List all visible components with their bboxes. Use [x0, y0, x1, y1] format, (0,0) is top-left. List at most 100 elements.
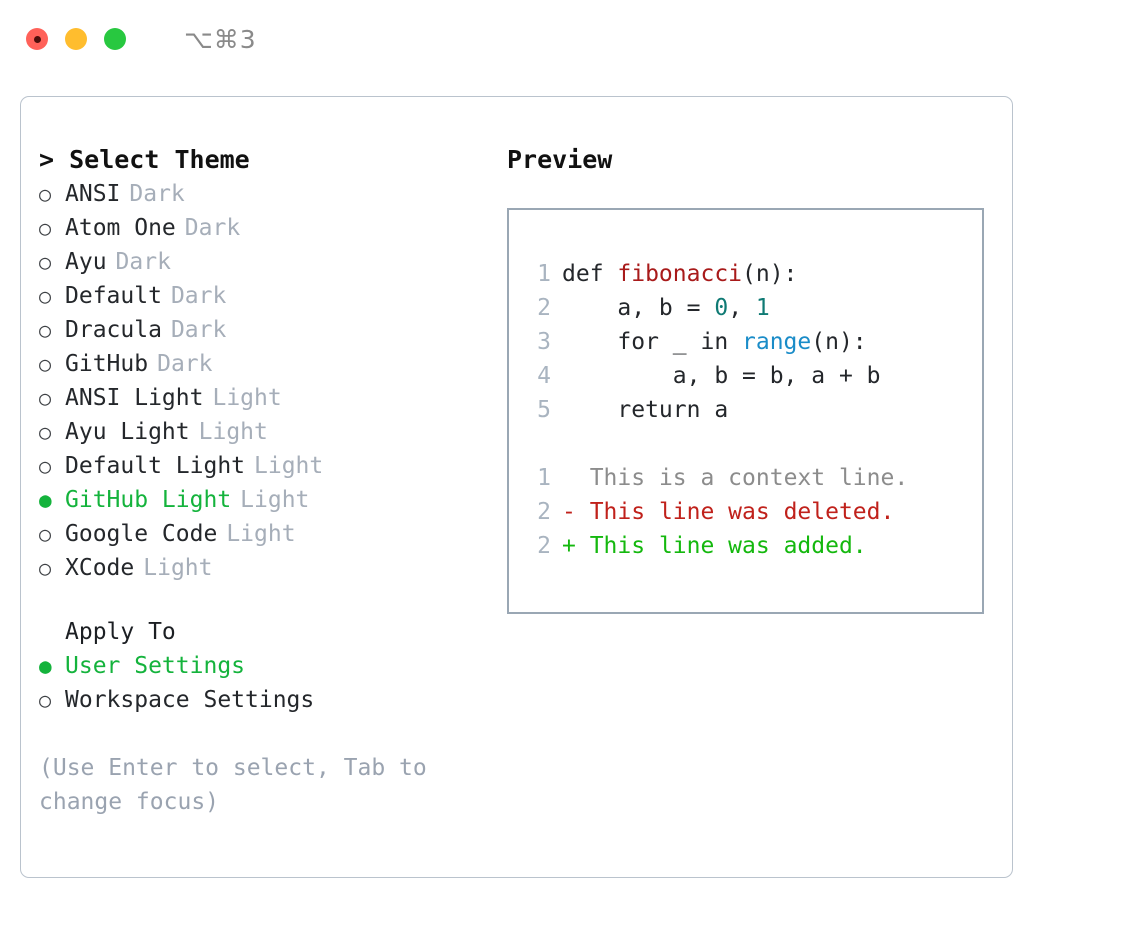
theme-name: Ayu Light: [65, 419, 190, 445]
theme-variant: Dark: [115, 249, 171, 275]
diff-marker: [562, 465, 590, 491]
code-line: 2 a, b = 0, 1: [529, 291, 982, 325]
code-token-plain: for _ in: [562, 329, 743, 355]
theme-option-atom-one[interactable]: ○ Atom One Dark: [39, 211, 499, 245]
apply-to-list[interactable]: ● User Settings ○ Workspace Settings: [39, 649, 499, 717]
code-token-plain: a, b = b, a + b: [562, 363, 881, 389]
theme-option-default-light[interactable]: ○ Default Light Light: [39, 449, 499, 483]
code-token-num: 0: [714, 295, 729, 321]
code-line: 3 for _ in range(n):: [529, 325, 982, 359]
code-line: 4 a, b = b, a + b: [529, 359, 982, 393]
maximize-button[interactable]: [104, 28, 126, 50]
radio-unselected-icon: ○: [39, 216, 52, 240]
code-token-plain: ,: [728, 295, 756, 321]
line-number: 2: [537, 295, 551, 321]
theme-option-google-code[interactable]: ○ Google Code Light: [39, 517, 499, 551]
code-line: 5 return a: [529, 393, 982, 427]
radio-unselected-icon: ○: [39, 522, 52, 546]
diff-sample: 1 This is a context line.2- This line wa…: [529, 461, 982, 563]
code-token-kwfn: range: [742, 329, 812, 355]
line-number: 2: [537, 499, 551, 525]
radio-unselected-icon: ○: [39, 250, 52, 274]
theme-variant: Light: [212, 385, 282, 411]
keyboard-hint: (Use Enter to select, Tab to change focu…: [39, 755, 427, 815]
code-token-plain: a, b =: [562, 295, 715, 321]
line-number: 3: [537, 329, 551, 355]
code-token-plain: def: [562, 261, 618, 287]
code-token-num: 1: [755, 295, 770, 321]
line-number: 2: [537, 533, 551, 559]
theme-option-default[interactable]: ○ Default Dark: [39, 279, 499, 313]
radio-unselected-icon: ○: [39, 454, 52, 478]
radio-selected-icon: ●: [39, 488, 52, 512]
radio-unselected-icon: ○: [39, 688, 52, 712]
theme-name: XCode: [65, 555, 135, 581]
close-button[interactable]: [26, 28, 48, 50]
line-number: 5: [537, 397, 551, 423]
diff-line-del: 2- This line was deleted.: [529, 495, 982, 529]
line-number: 4: [537, 363, 551, 389]
code-token-fn: fibonacci: [617, 261, 743, 287]
theme-name: GitHub Light: [65, 487, 232, 513]
line-number: 1: [537, 261, 551, 287]
theme-name: Google Code: [65, 521, 218, 547]
radio-unselected-icon: ○: [39, 386, 52, 410]
radio-unselected-icon: ○: [39, 318, 52, 342]
minimize-button[interactable]: [65, 28, 87, 50]
apply-to-label: User Settings: [65, 653, 246, 679]
diff-text: This line was deleted.: [589, 499, 895, 525]
theme-variant: Light: [240, 487, 310, 513]
theme-variant: Dark: [170, 283, 227, 309]
diff-marker: +: [562, 533, 590, 559]
theme-name: GitHub: [65, 351, 149, 377]
code-token-plain: (n):: [811, 329, 867, 355]
radio-unselected-icon: ○: [39, 284, 52, 308]
apply-to-title: Apply To: [65, 619, 176, 645]
radio-unselected-icon: ○: [39, 182, 52, 206]
apply-to-option-user-settings[interactable]: ● User Settings: [39, 649, 499, 683]
theme-variant: Light: [254, 453, 324, 479]
code-token-plain: (n):: [742, 261, 798, 287]
diff-marker: -: [562, 499, 590, 525]
code-line: 1 def fibonacci(n):: [529, 257, 982, 291]
keyboard-shortcut-label: ⌥⌘3: [184, 24, 257, 54]
theme-variant: Light: [198, 419, 268, 445]
radio-unselected-icon: ○: [39, 352, 52, 376]
theme-name: Atom One: [65, 215, 176, 241]
page-title: > Select Theme: [39, 145, 250, 174]
theme-name: Default: [65, 283, 162, 309]
theme-name: Default Light: [65, 453, 246, 479]
theme-name: ANSI: [65, 181, 121, 207]
theme-option-ansi[interactable]: ○ ANSI Dark: [39, 177, 499, 211]
apply-to-label: Workspace Settings: [65, 687, 315, 713]
theme-variant: Dark: [129, 181, 185, 207]
diff-line-ctx: 1 This is a context line.: [529, 461, 982, 495]
theme-option-github-light[interactable]: ● GitHub Light Light: [39, 483, 499, 517]
diff-text: This line was added.: [589, 533, 867, 559]
theme-name: Ayu: [65, 249, 107, 275]
title-bar: ⌥⌘3: [0, 0, 1140, 78]
theme-variant: Light: [226, 521, 296, 547]
diff-text: This is a context line.: [589, 465, 909, 491]
theme-option-ayu-light[interactable]: ○ Ayu Light Light: [39, 415, 499, 449]
theme-variant: Dark: [184, 215, 241, 241]
apply-to-option-workspace-settings[interactable]: ○ Workspace Settings: [39, 683, 499, 717]
radio-selected-icon: ●: [39, 654, 52, 678]
preview-title: Preview: [507, 145, 613, 174]
diff-line-add: 2 + This line was added.: [529, 529, 982, 563]
line-number: 1: [537, 465, 551, 491]
theme-name: Dracula: [65, 317, 162, 343]
code-token-plain: return a: [562, 397, 729, 423]
theme-option-ayu[interactable]: ○ Ayu Dark: [39, 245, 499, 279]
radio-unselected-icon: ○: [39, 420, 52, 444]
